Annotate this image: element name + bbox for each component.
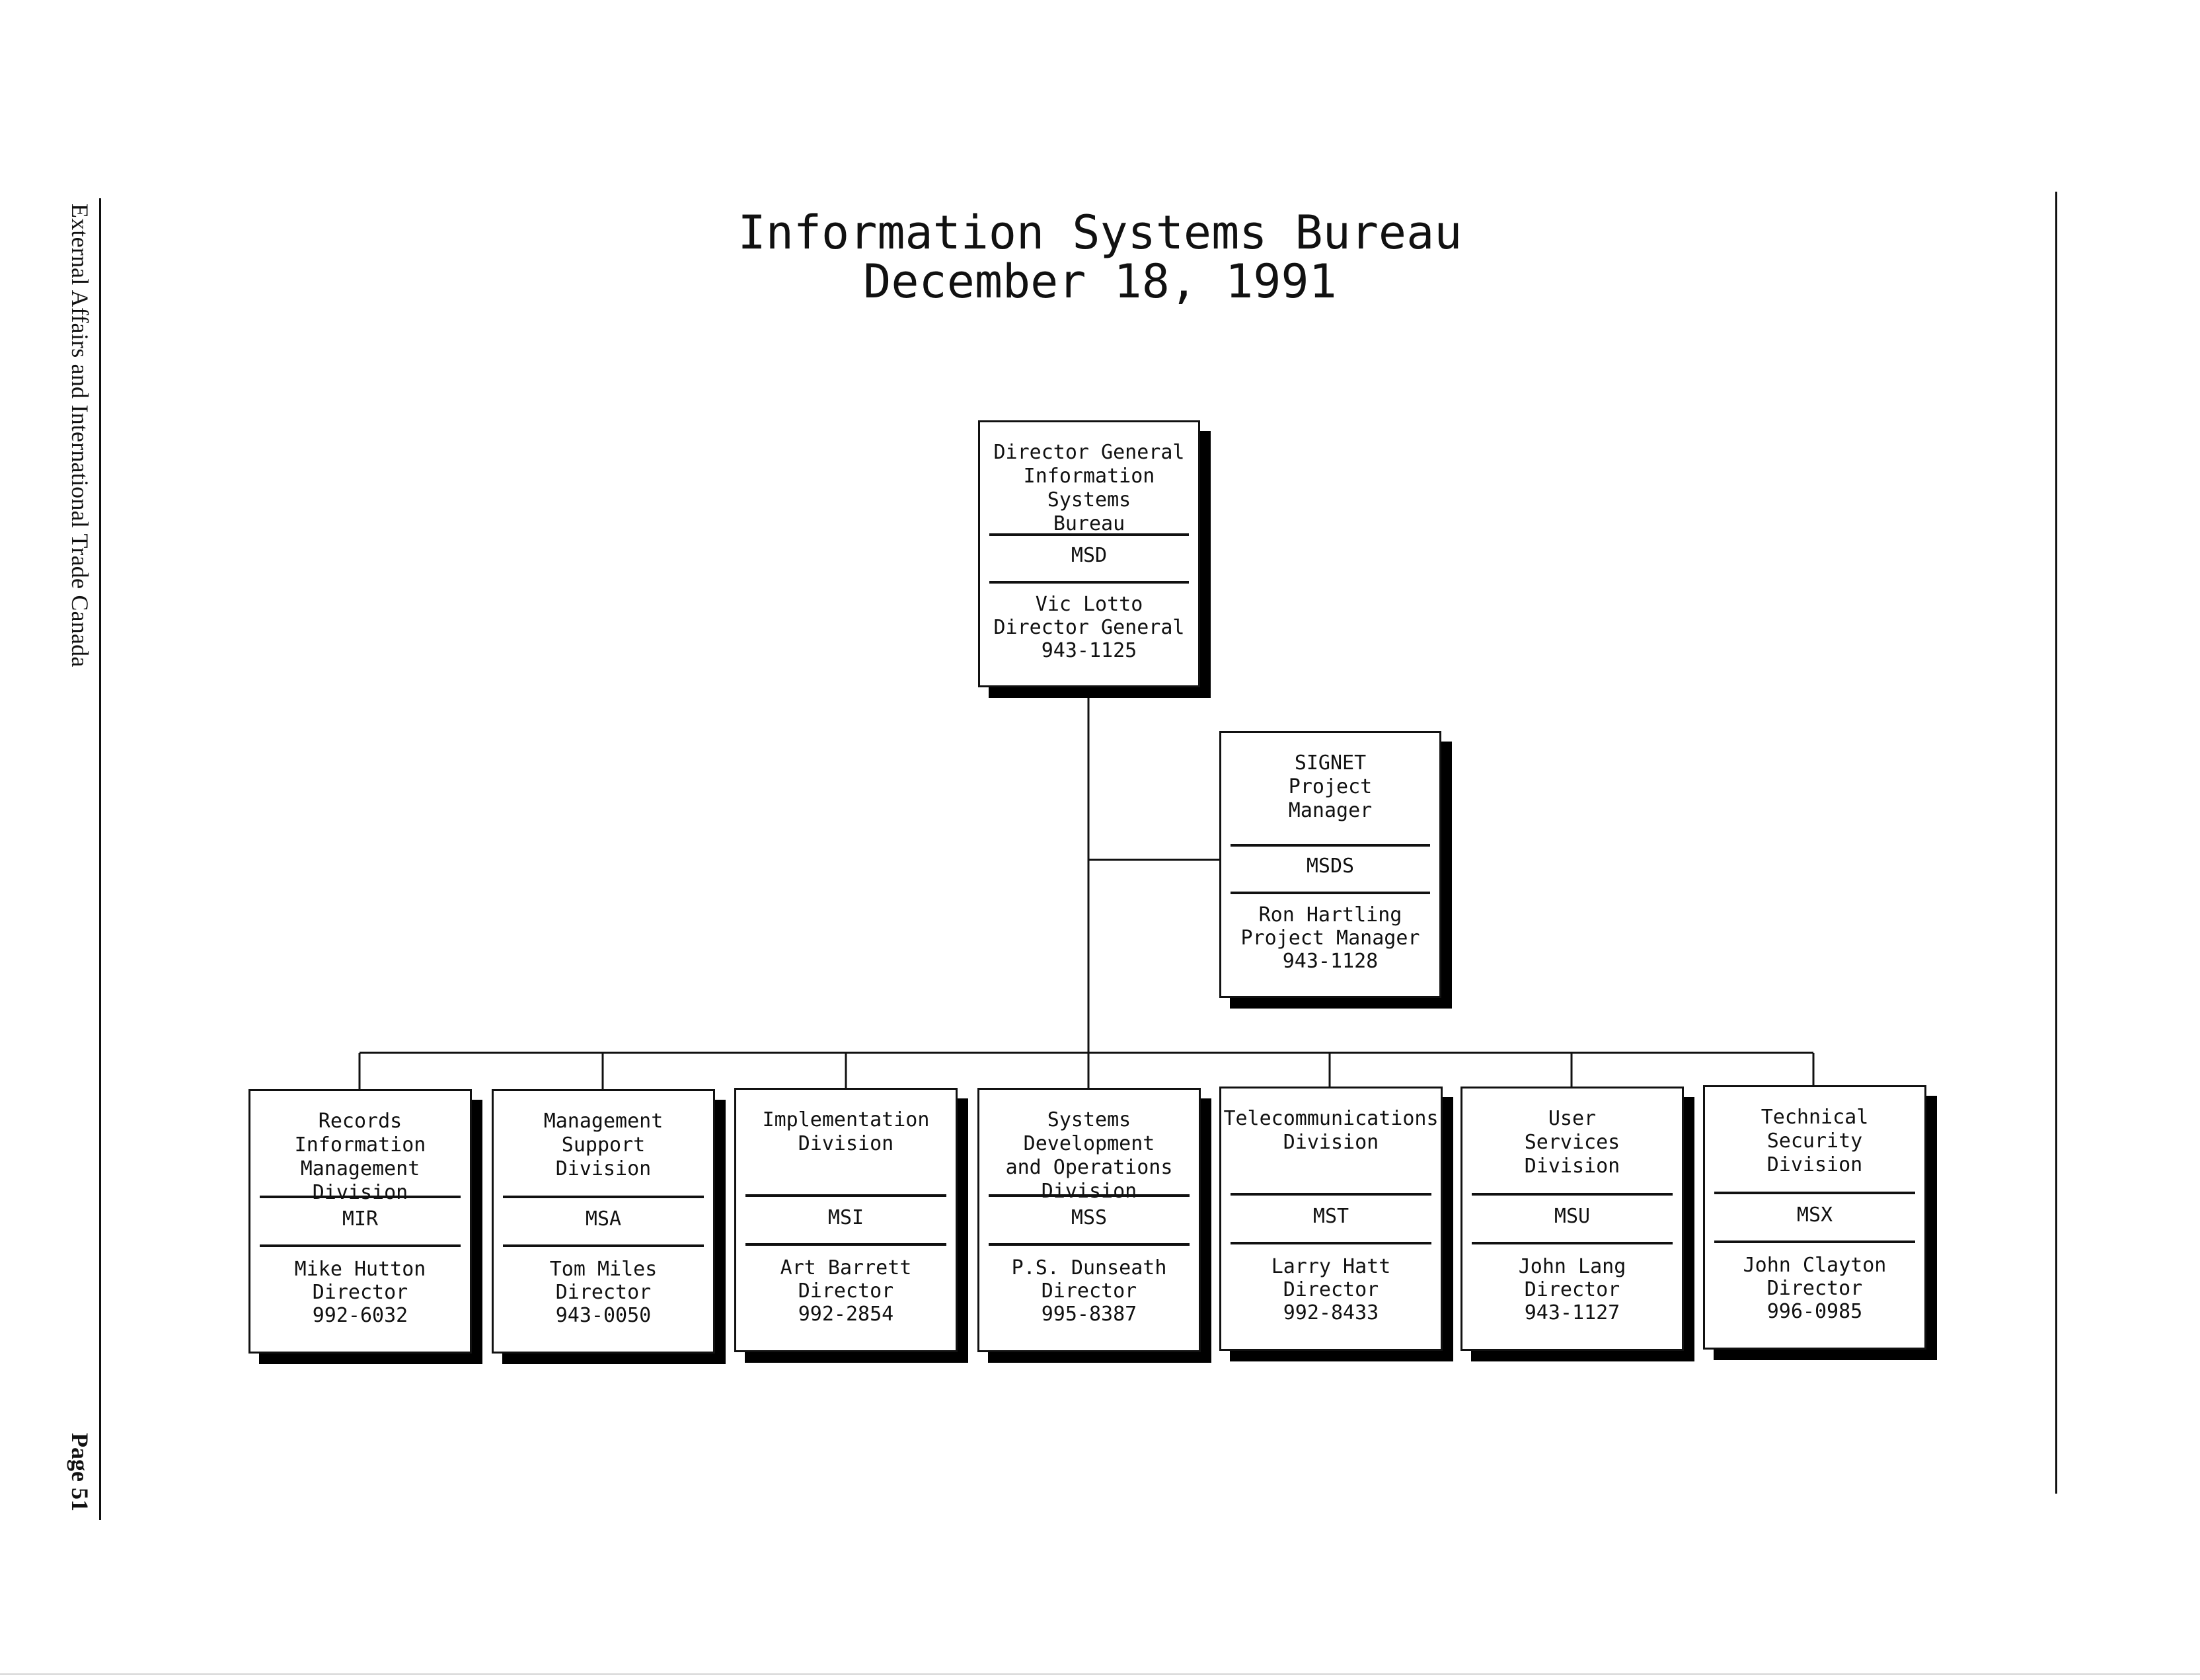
person-role: Project Manager: [1240, 927, 1420, 950]
division-box-msi: Implementation Division MSI Art Barrett …: [734, 1088, 958, 1352]
signet-project-manager-box: SIGNET Project Manager MSDS Ron Hartling…: [1219, 731, 1441, 998]
chart-title: Information Systems Bureau: [738, 206, 1462, 260]
person-role: Director: [312, 1281, 408, 1304]
org-code: MSS: [1071, 1206, 1108, 1229]
divider: [503, 1244, 704, 1247]
person-phone: 943-0050: [555, 1304, 652, 1327]
unit-name: Telecommunications Division: [1223, 1107, 1439, 1154]
divider: [1472, 1242, 1673, 1244]
person-name: Vic Lotto: [1035, 593, 1143, 616]
unit-name: Director General Information Systems Bur…: [993, 441, 1185, 535]
person-block: Vic Lotto Director General 943-1125: [980, 593, 1198, 662]
person-role: Director: [1766, 1277, 1863, 1300]
person-name: John Clayton: [1743, 1254, 1887, 1277]
person-name: Mike Hutton: [294, 1258, 426, 1281]
left-margin-rule: [99, 198, 101, 1520]
unit-name: SIGNET Project Manager: [1288, 751, 1373, 822]
person-phone: 992-8433: [1283, 1301, 1379, 1324]
divider: [503, 1196, 704, 1198]
person-phone: 943-1125: [1041, 639, 1137, 662]
person-name: Ron Hartling: [1258, 903, 1402, 927]
org-code: MIR: [342, 1207, 379, 1231]
person-role: Director: [798, 1279, 894, 1303]
divider: [989, 581, 1189, 584]
division-box-mst: Telecommunications Division MST Larry Ha…: [1219, 1087, 1443, 1351]
person-name: Tom Miles: [549, 1258, 658, 1281]
person-name: John Lang: [1518, 1255, 1626, 1278]
person-block: Larry Hatt Director 992-8433: [1221, 1255, 1441, 1324]
person-role: Director: [1524, 1278, 1620, 1301]
person-phone: 992-2854: [798, 1303, 894, 1326]
person-block: Mike Hutton Director 992-6032: [250, 1258, 470, 1327]
division-box-msu: User Services Division MSU John Lang Dir…: [1460, 1087, 1684, 1351]
person-name: P.S. Dunseath: [1011, 1256, 1167, 1279]
person-phone: 995-8387: [1041, 1303, 1137, 1326]
person-name: Larry Hatt: [1271, 1255, 1391, 1278]
unit-name: User Services Division: [1524, 1107, 1620, 1178]
divider: [745, 1243, 946, 1246]
person-role: Director: [1283, 1278, 1379, 1301]
divider: [1231, 844, 1430, 847]
divider: [1231, 1242, 1431, 1244]
person-block: Tom Miles Director 943-0050: [494, 1258, 713, 1327]
org-code: MSA: [585, 1207, 622, 1231]
person-phone: 996-0985: [1766, 1300, 1863, 1323]
chart-date: December 18, 1991: [863, 254, 1337, 309]
person-phone: 943-1128: [1282, 950, 1379, 973]
person-role: Director General: [993, 616, 1185, 639]
person-role: Director: [555, 1281, 652, 1304]
org-code: MSI: [827, 1206, 864, 1229]
org-code: MST: [1312, 1205, 1349, 1228]
person-block: Art Barrett Director 992-2854: [736, 1256, 956, 1326]
person-block: Ron Hartling Project Manager 943-1128: [1221, 903, 1439, 973]
division-box-msa: Management Support Division MSA Tom Mile…: [492, 1089, 715, 1354]
divider: [1714, 1192, 1915, 1194]
divider: [989, 1243, 1190, 1246]
unit-name: Technical Security Division: [1761, 1106, 1869, 1176]
person-block: P.S. Dunseath Director 995-8387: [979, 1256, 1199, 1326]
right-margin-rule: [2055, 192, 2057, 1494]
bottom-scan-edge: [0, 1673, 2200, 1675]
divider: [1231, 1193, 1431, 1196]
person-block: John Lang Director 943-1127: [1462, 1255, 1682, 1324]
unit-name: Management Support Division: [543, 1110, 664, 1180]
divider: [989, 1194, 1190, 1197]
org-code: MSX: [1796, 1203, 1833, 1227]
divider: [1472, 1193, 1673, 1196]
division-box-mir: Records Information Management Division …: [248, 1089, 472, 1354]
person-phone: 943-1127: [1524, 1301, 1620, 1324]
divider: [989, 533, 1189, 536]
person-block: John Clayton Director 996-0985: [1705, 1254, 1924, 1323]
org-code: MSU: [1554, 1205, 1591, 1228]
division-box-mss: Systems Development and Operations Divis…: [977, 1088, 1201, 1352]
org-code: MSDS: [1306, 855, 1355, 878]
divider: [745, 1194, 946, 1197]
org-code: MSD: [1071, 544, 1108, 567]
divider: [1714, 1241, 1915, 1243]
person-role: Director: [1041, 1279, 1137, 1303]
unit-name: Records Information Management Division: [294, 1110, 426, 1204]
director-general-box: Director General Information Systems Bur…: [978, 420, 1200, 687]
unit-name: Systems Development and Operations Divis…: [1005, 1108, 1173, 1203]
divider: [1231, 892, 1430, 894]
person-phone: 992-6032: [312, 1304, 408, 1327]
division-box-msx: Technical Security Division MSX John Cla…: [1703, 1085, 1926, 1350]
divider: [260, 1196, 461, 1198]
person-name: Art Barrett: [780, 1256, 912, 1279]
unit-name: Implementation Division: [762, 1108, 930, 1155]
divider: [260, 1244, 461, 1247]
